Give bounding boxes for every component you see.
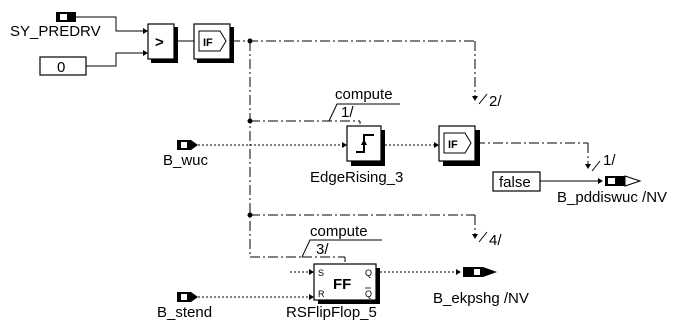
b-pddiswuc-output-port	[605, 175, 642, 187]
ff-r-label: R	[318, 289, 325, 299]
seq-2-label: 2/	[489, 93, 502, 110]
seq-4-label: 4/	[489, 232, 502, 249]
compare-operator: >	[155, 34, 164, 51]
compare-block: >	[147, 23, 178, 63]
compute-1-label: compute	[335, 86, 393, 103]
b-wuc-input-port	[177, 140, 198, 150]
ff-label: FF	[333, 276, 351, 293]
if-block-2: IF	[438, 125, 480, 166]
seq-1-label: 1/	[603, 152, 616, 169]
constant-zero-box: 0	[39, 56, 87, 76]
b-pddiswuc-label: B_pddiswuc /NV	[557, 189, 667, 206]
if-2-label: IF	[448, 139, 458, 151]
false-constant-value: false	[499, 174, 531, 191]
sy-predrv-input-port	[56, 12, 90, 22]
ff-s-label: S	[318, 268, 324, 278]
b-ekpshg-label: B_ekpshg /NV	[433, 290, 529, 307]
sy-predrv-label: SY_PREDRV	[10, 23, 101, 40]
b-stend-input-port	[177, 292, 198, 302]
ff-qbar-label: Q	[365, 289, 372, 299]
edge-rising-label: EdgeRising_3	[310, 169, 403, 186]
compute-3-seq: 3/	[316, 241, 329, 258]
b-wuc-label: B_wuc	[163, 152, 209, 169]
rs-flipflop-label: RSFlipFlop_5	[286, 304, 377, 321]
compute-3-label: compute	[310, 223, 368, 240]
compute-1-seq: 1/	[341, 104, 354, 121]
if-1-label: IF	[203, 37, 213, 49]
b-ekpshg-output-port	[463, 267, 497, 277]
b-stend-label: B_stend	[157, 304, 212, 321]
edge-rising-block	[346, 125, 385, 166]
constant-zero-value: 0	[57, 59, 65, 76]
rs-flipflop-block: S R Q Q FF	[313, 263, 380, 304]
ff-q-label: Q	[365, 268, 372, 278]
if-block-1: IF	[193, 23, 234, 63]
false-constant-box: false	[492, 171, 541, 192]
